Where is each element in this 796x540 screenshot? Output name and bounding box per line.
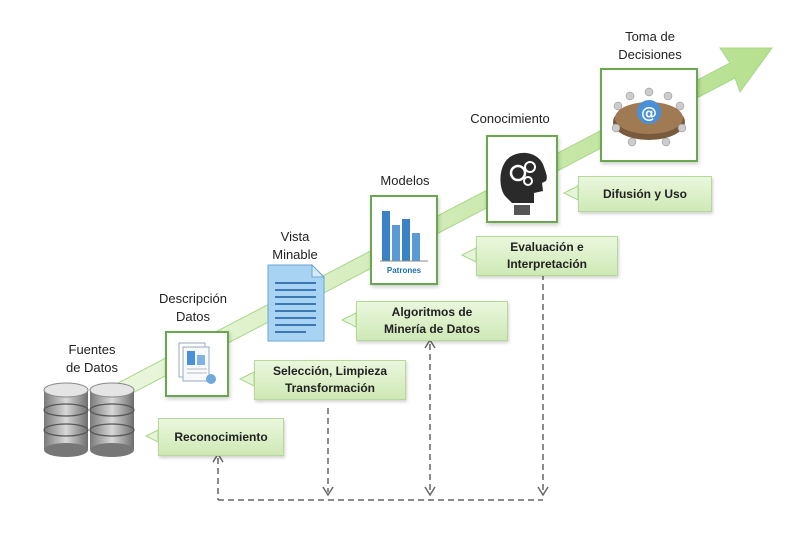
database-icon (43, 382, 135, 457)
stage-modelos-label: Modelos (380, 173, 430, 188)
seleccion-box: Selección, Limpieza Transformación (254, 360, 406, 400)
modelos-node: Patrones (370, 195, 438, 285)
descripcion-node (165, 331, 229, 397)
stage-conocimiento-label: Conocimiento (470, 111, 550, 126)
stage-descripcion-label: Descripción Datos (159, 291, 227, 324)
evaluacion-box: Evaluación e Interpretación (476, 236, 618, 276)
svg-text:@: @ (641, 103, 657, 122)
conocimiento-node (486, 135, 558, 223)
head-gears-icon (500, 152, 547, 215)
toma-node: @ (600, 68, 698, 162)
meeting-table-icon: @ (611, 87, 687, 147)
data-sheets-icon (178, 342, 216, 384)
stage-vista-label: Vista Minable (272, 229, 318, 262)
document-icon (267, 263, 326, 342)
stage-toma-label: Toma de Decisiones (618, 29, 682, 62)
patrones-label: Patrones (386, 266, 422, 275)
reconocimiento-box: Reconocimiento (158, 418, 284, 456)
stage-fuentes-label: Fuentes de Datos (65, 342, 119, 375)
algoritmos-box: Algoritmos de Minería de Datos (356, 301, 508, 341)
bar-chart-icon (380, 211, 428, 262)
